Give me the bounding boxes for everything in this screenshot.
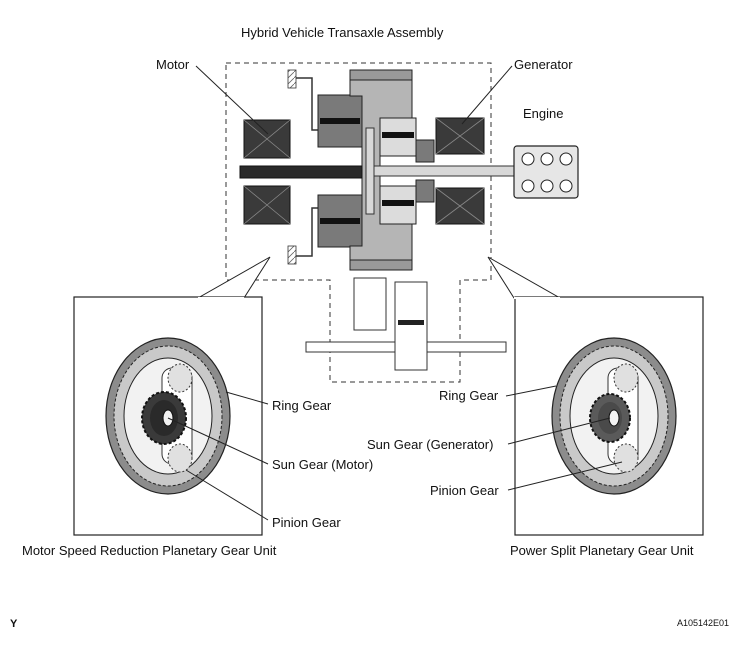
right-pinion-gear-label: Pinion Gear	[430, 483, 499, 498]
right-ring-gear-label: Ring Gear	[439, 388, 499, 403]
right-callout-wedge	[487, 256, 562, 299]
left-unit-caption: Motor Speed Reduction Planetary Gear Uni…	[22, 543, 277, 558]
right-unit-caption: Power Split Planetary Gear Unit	[510, 543, 694, 558]
left-planetary-gear-illustration	[105, 337, 231, 495]
engine-block	[513, 145, 579, 199]
left-sun-gear-label: Sun Gear (Motor)	[272, 457, 374, 472]
right-planetary-gear-illustration	[551, 337, 677, 495]
generator-stator	[435, 117, 485, 225]
generator-label: Generator	[514, 57, 573, 72]
motor-shaft	[239, 165, 363, 179]
engine-shaft	[371, 165, 515, 177]
engine-label: Engine	[523, 106, 564, 121]
assembly-outline	[225, 62, 492, 383]
left-ring-gear-label: Ring Gear	[272, 398, 332, 413]
diagram-title: Hybrid Vehicle Transaxle Assembly	[241, 25, 444, 40]
right-sun-gear-label: Sun Gear (Generator)	[367, 437, 494, 452]
left-callout-wedge	[196, 256, 271, 299]
corner-mark: Y	[10, 618, 18, 630]
left-pinion-gear-label: Pinion Gear	[272, 515, 341, 530]
motor-label: Motor	[156, 57, 190, 72]
figure-id: A105142E01	[677, 618, 730, 628]
motor-stator	[243, 119, 291, 225]
